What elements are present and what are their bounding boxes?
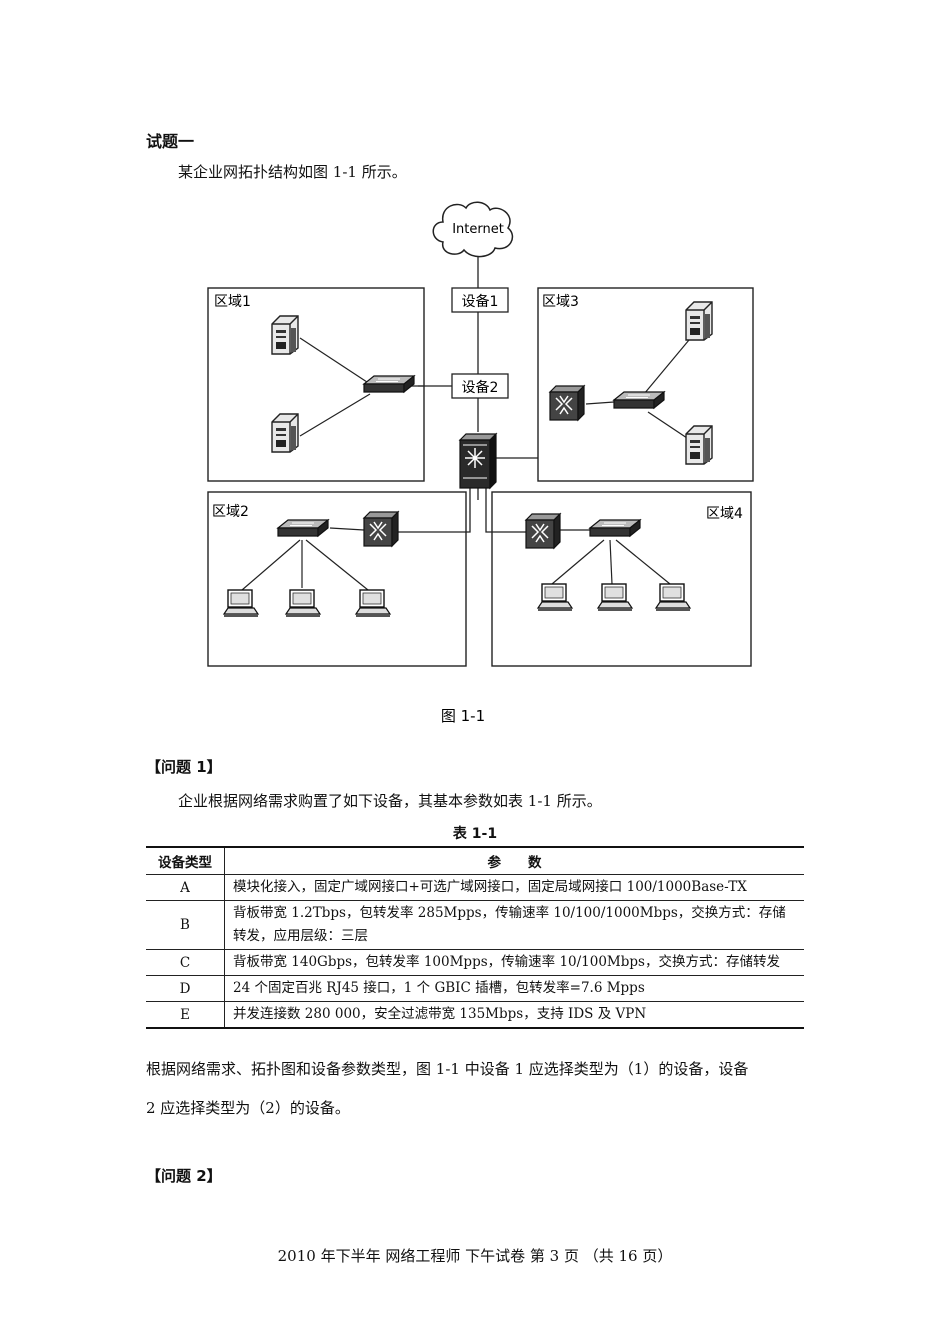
device-param-cell: 背板带宽 1.2Tbps，包转发率 285Mpps，传输速率 10/100/10…	[224, 900, 804, 950]
question1-text: 企业根据网络需求购置了如下设备，其基本参数如表 1-1 所示。	[178, 792, 602, 810]
server-icon	[271, 315, 299, 355]
switch-icon	[277, 519, 329, 537]
table-row: A 模块化接入，固定广域网接口+可选广域网接口，固定局域网接口 100/1000…	[146, 874, 804, 901]
device-type-cell: C	[146, 949, 225, 976]
pc-icon	[597, 583, 633, 612]
switch-icon	[589, 519, 641, 537]
zone1: 区域1	[207, 287, 425, 482]
table-row: C 背板带宽 140Gbps，包转发率 100Mpps，传输速率 10/100M…	[146, 949, 804, 976]
answer-line-2: 2 应选择类型为（2）的设备。	[146, 1099, 350, 1117]
device-type-cell: D	[146, 975, 225, 1002]
table-caption: 表 1-1	[452, 826, 498, 842]
core-switch-icon	[458, 432, 498, 490]
server-icon	[685, 425, 713, 465]
device-param-cell: 24 个固定百兆 RJ45 接口，1 个 GBIC 插槽，包转发率=7.6 Mp…	[224, 975, 804, 1002]
figure-caption: 图 1-1	[441, 707, 485, 725]
device-type-cell: E	[146, 1001, 225, 1029]
header-parameters: 参 数	[224, 847, 804, 875]
zone1-label: 区域1	[214, 294, 251, 310]
device-param-cell: 背板带宽 140Gbps，包转发率 100Mpps，传输速率 10/100Mbp…	[224, 949, 804, 976]
zone4-label: 区域4	[706, 506, 743, 522]
table-row: B 背板带宽 1.2Tbps，包转发率 285Mpps，传输速率 10/100/…	[146, 900, 804, 950]
section-title: 试题一	[146, 132, 195, 151]
intro-text: 某企业网拓扑结构如图 1-1 所示。	[178, 163, 407, 181]
network-topology-diagram: Internet 设备1 设备2 区域1	[207, 201, 754, 725]
router-icon	[525, 513, 561, 549]
device-type-cell: A	[146, 874, 225, 901]
zone4: 区域4	[491, 491, 752, 667]
router-icon	[363, 511, 399, 547]
page-footer: 2010 年下半年 网络工程师 下午试卷 第 3 页 （共 16 页）	[277, 1247, 673, 1265]
header-device-type: 设备类型	[146, 847, 225, 875]
zone3-label: 区域3	[542, 294, 579, 310]
answer-line-1: 根据网络需求、拓扑图和设备参数类型，图 1-1 中设备 1 应选择类型为（1）的…	[146, 1060, 749, 1078]
zone2-label: 区域2	[212, 504, 249, 520]
router-icon	[549, 385, 585, 421]
switch-icon	[363, 375, 415, 393]
server-icon	[271, 413, 299, 453]
table-row: E 并发连接数 280 000，安全过滤带宽 135Mbps，支持 IDS 及 …	[146, 1001, 804, 1029]
question2-heading: 【问题 2】	[146, 1167, 222, 1185]
pc-icon	[355, 589, 391, 618]
zone2: 区域2	[207, 491, 467, 667]
device2-box: 设备2	[451, 373, 509, 399]
pc-icon	[223, 589, 259, 618]
question1-heading: 【问题 1】	[146, 758, 222, 776]
core-links	[398, 256, 538, 533]
device1-label: 设备1	[462, 293, 499, 310]
pc-icon	[285, 589, 321, 618]
table-header-row: 设备类型 参 数	[146, 847, 804, 875]
pc-icon	[655, 583, 691, 612]
device-type-cell: B	[146, 900, 225, 950]
device-spec-table: 设备类型 参 数 A 模块化接入，固定广域网接口+可选广域网接口，固定局域网接口…	[146, 846, 804, 1029]
switch-icon	[613, 391, 665, 409]
zone3: 区域3	[537, 287, 754, 482]
device-param-cell: 并发连接数 280 000，安全过滤带宽 135Mbps，支持 IDS 及 VP…	[224, 1001, 804, 1029]
pc-icon	[537, 583, 573, 612]
internet-label: Internet	[452, 222, 504, 237]
internet-cloud: Internet	[432, 201, 514, 258]
server-icon	[685, 301, 713, 341]
table-row: D 24 个固定百兆 RJ45 接口，1 个 GBIC 插槽，包转发率=7.6 …	[146, 975, 804, 1002]
device-param-cell: 模块化接入，固定广域网接口+可选广域网接口，固定局域网接口 100/1000Ba…	[224, 874, 804, 901]
device2-label: 设备2	[462, 379, 499, 396]
device1-box: 设备1	[451, 287, 509, 313]
